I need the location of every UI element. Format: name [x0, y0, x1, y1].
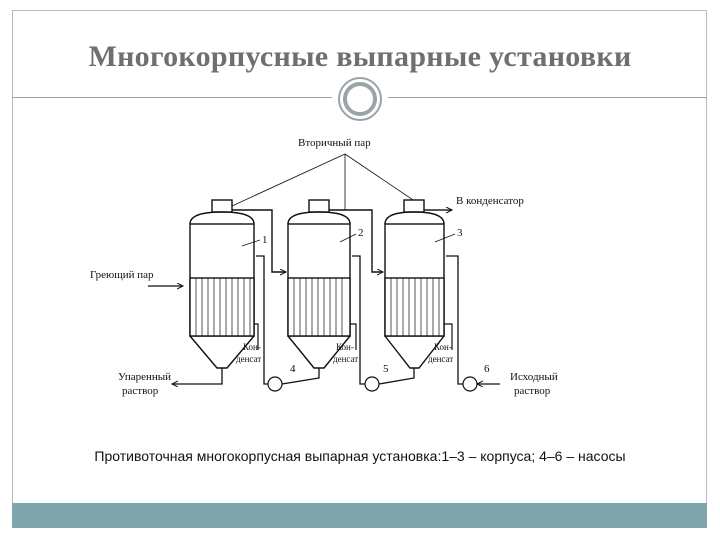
title-rule-right — [388, 97, 707, 98]
vessel-2-label: 2 — [358, 227, 364, 239]
pump-5-label: 5 — [383, 363, 389, 375]
evaporator-diagram: Вторичный пар В конденсатор Греющий пар … — [90, 137, 558, 397]
condensate-label-1b: денсат — [236, 354, 261, 364]
secondary-steam-label: Вторичный пар — [298, 137, 371, 149]
pointer-line-1 — [231, 153, 346, 207]
heating-steam-label: Греющий пар — [90, 269, 154, 281]
vessel-2 — [287, 199, 351, 369]
pump-6-icon — [462, 376, 478, 392]
pump-5-icon — [364, 376, 380, 392]
evaporated-solution-label-1: Упаренный — [118, 371, 171, 383]
title-rule-left — [12, 97, 332, 98]
vessel-3-label: 3 — [457, 227, 463, 239]
vessel-1 — [189, 199, 255, 369]
steam-pipes — [232, 209, 438, 272]
solution-pipes — [172, 255, 500, 384]
condensate-label-1a: Кон- — [243, 342, 261, 352]
initial-solution-label-2: раствор — [514, 385, 551, 397]
vessel-1-label: 1 — [262, 234, 268, 246]
condensate-label-3a: Кон- — [434, 342, 452, 352]
initial-solution-label-1: Исходный — [510, 371, 558, 383]
condensate-label-2b: денсат — [333, 354, 358, 364]
to-condenser-label: В конденсатор — [456, 195, 524, 207]
condensate-label-2a: Кон- — [336, 342, 354, 352]
condensate-pipes — [254, 323, 453, 350]
pump-4-icon — [267, 376, 283, 392]
pump-4-label: 4 — [290, 363, 296, 375]
figure-caption: Противоточная многокорпусная выпарная ус… — [94, 448, 626, 464]
evaporated-solution-label-2: раствор — [122, 385, 159, 397]
pointer-line-3 — [344, 153, 423, 207]
condensate-label-3b: денсат — [428, 354, 453, 364]
pump-6-label: 6 — [484, 363, 490, 375]
circle-ornament-icon — [338, 77, 382, 121]
slide-title: Многокорпусные выпарные установки — [88, 40, 632, 73]
bottom-accent-bar — [12, 503, 707, 528]
